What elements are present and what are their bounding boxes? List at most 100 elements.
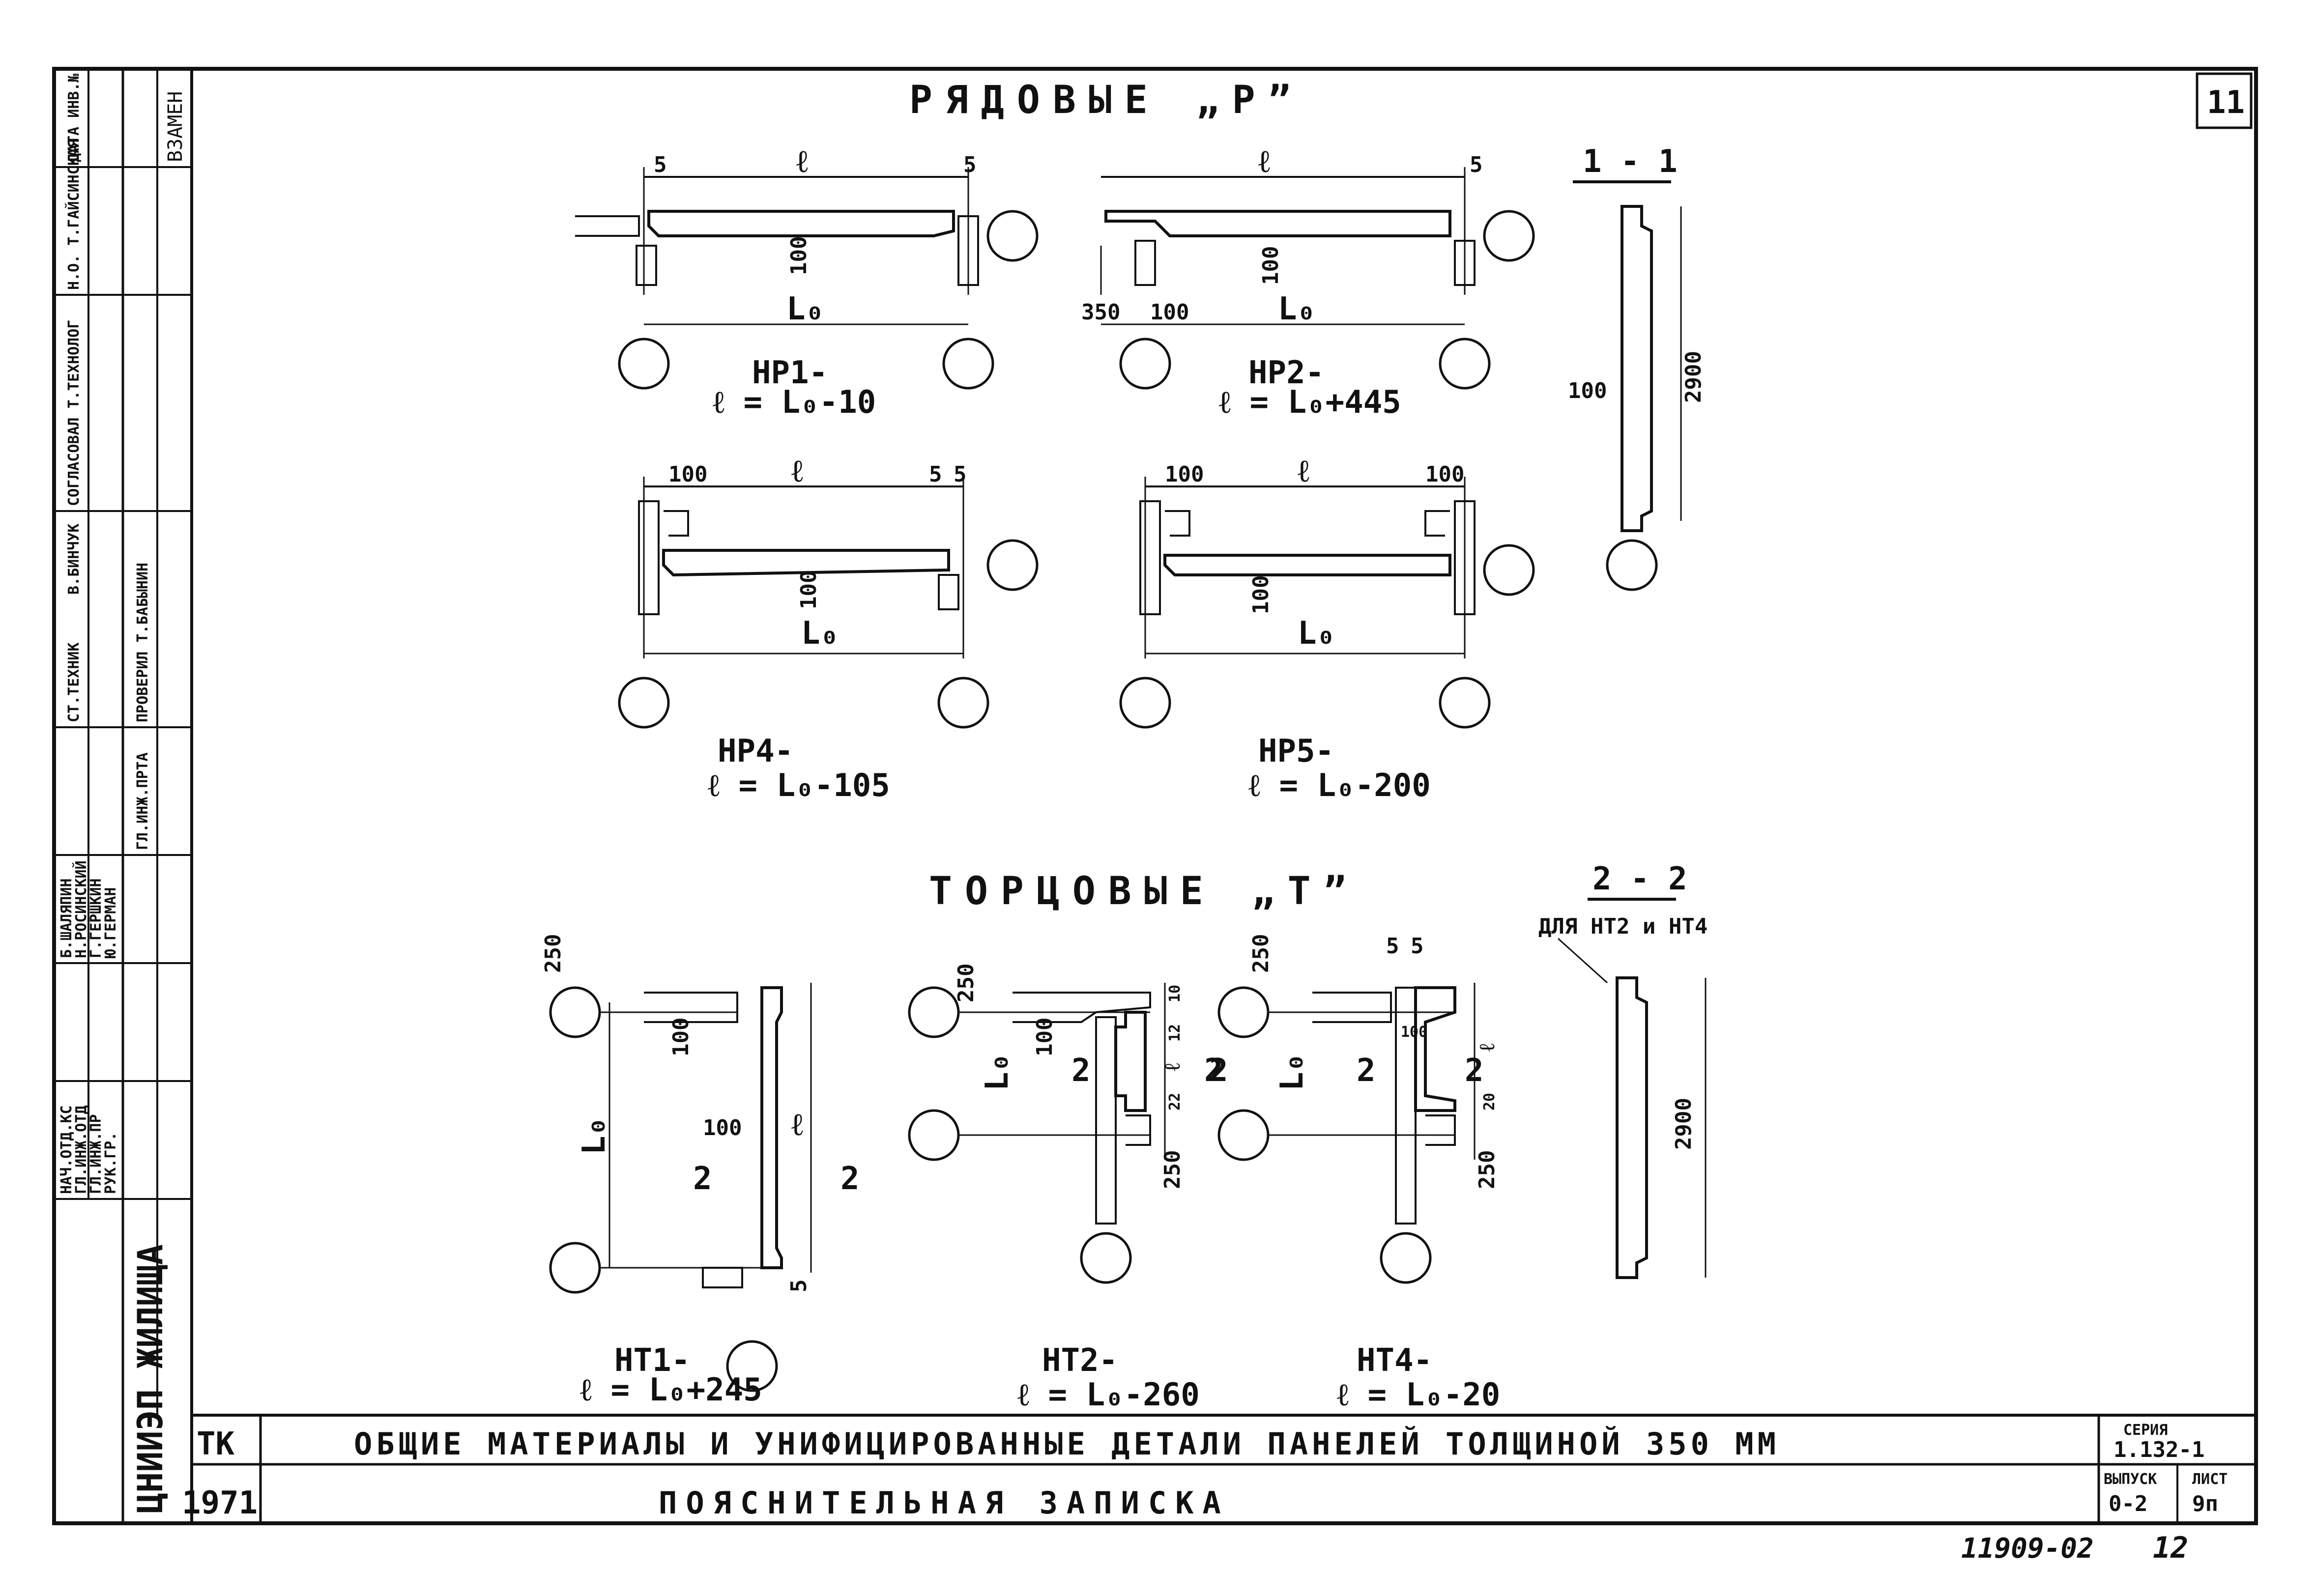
left-stamp: ВЗАМЕН ДАТА ИНВ.№ Н.О. Т.ГАЙСИНСКАЯ СОГЛ… [54,69,192,1523]
detail-2-2-subtitle: ДЛЯ НТ2 и НТ4 [1538,914,1708,939]
nt4-dim-five-b: 5 [1411,934,1424,959]
nt2-cut-2-a: 2 [1071,1053,1091,1089]
detail-1-1: 1 - 1 100 2900 [1568,143,1706,591]
nr2-dim-five: 5 [1470,152,1483,177]
stamp-col-2: Н.О. Т.ГАЙСИНСКАЯ [65,139,83,290]
stamp-col-7: ГЛ.ИНЖ.ПРТА [134,752,151,850]
nr5-dim-lo: L₀ [1298,615,1335,652]
nt4-dim-ell: ℓ [1475,1043,1500,1052]
nt2-dim-22: 22 [1166,1093,1184,1111]
page-number: 11 [2207,85,2245,121]
nt1-cut-2-left: 2 [693,1161,712,1197]
section-row-title: РЯДОВЫЕ „Р” [909,78,1304,122]
nr5-dim-100-left: 100 [1165,462,1204,487]
footer-code: 11909-02 [1961,1533,2094,1565]
main-title: ОБЩИЕ МАТЕРИАЛЫ И УНИФИЦИРОВАННЫЕ ДЕТАЛИ… [354,1426,1780,1462]
page-number-box [2196,72,2253,129]
nr1-dim-100: 100 [786,236,811,275]
nr5-dim-100: 100 [1248,575,1274,614]
detail-1-1-dim-100: 100 [1568,378,1607,403]
nr5-dim-100-right: 100 [1425,462,1464,487]
panel-nr4: 100 ℓ 5 5 100 L₀ НР4- ℓ = L₀-105 [618,453,1039,804]
stamp-col-8: Б.ШАЛЯПИН [58,878,75,958]
nr4-dim-five-b: 5 [954,462,967,487]
nr5-formula: ℓ = L₀-200 [1248,768,1431,804]
nt4-dim-20: 20 [1481,1093,1498,1111]
nr4-dim-lo: L₀ [801,615,839,652]
footer-page: 12 [2153,1531,2188,1565]
inner-frame [190,67,2258,1525]
nr1-dim-five-right: 5 [963,152,977,177]
stamp-col-1: ДАТА ИНВ.№ [65,73,83,162]
nr2-name: НР2- [1248,355,1324,391]
nt1-dim-ell: ℓ [791,1107,803,1143]
nt4-cut-2-right: 2 [1465,1053,1484,1089]
nr2-dim-350: 350 [1081,300,1120,325]
section-end-title: ТОРЦОВЫЕ „Т” [929,869,1360,913]
nt2-name: НТ2- [1042,1342,1118,1379]
panel-nr2: ℓ 5 350 100 100 L₀ НР2- ℓ = L₀+445 [1081,143,1535,421]
stamp-col-3: СОГЛАСОВАЛ Т.ТЕХНОЛОГ [65,320,83,506]
detail-1-1-dim-2900: 2900 [1681,351,1706,403]
nt4-dim-five-a: 5 [1386,934,1399,959]
panel-nr1: 5 5 ℓ L₀ 100 НР1- ℓ = L₀-10 [575,143,1039,421]
nt4-cut-2-left: 2 [1209,1053,1228,1089]
nt1-dim-100-a: 100 [668,1018,694,1056]
nt1-dim-100-b: 100 [703,1115,742,1140]
nt1-name: НТ1- [614,1342,690,1379]
nt4-dim-250-bottom: 250 [1475,1150,1500,1189]
stamp-col-11: Ю.ГЕРМАН [102,887,119,959]
nr4-dim-five-a: 5 [929,462,942,487]
stamp-col-5: СТ.ТЕХНИК [65,642,83,722]
series-value: 1.132-1 [2113,1437,2204,1462]
detail-2-2-dim-2900: 2900 [1671,1098,1696,1150]
nr1-dim-five-left: 5 [654,152,667,177]
detail-2-2-title: 2 - 2 [1592,861,1687,897]
stamp-col-4: В.БИНЧУК [65,524,83,595]
nr5-name: НР5- [1258,733,1334,770]
stamp-col-10: Г.ГЕРШКИН [87,878,105,958]
nr4-dim-100: 100 [796,570,821,609]
nt4-cut-2-mid: 2 [1357,1053,1376,1089]
issue-label: ВЫПУСК [2104,1471,2157,1488]
panel-nt4: 250 5 5 100 L₀ ℓ 20 250 2 2 2 НТ4- ℓ = L… [1209,934,1500,1413]
nt2-dim-100: 100 [1032,1018,1057,1056]
nr1-dim-ell: ℓ [796,143,808,180]
nr2-dim-ell: ℓ [1258,143,1270,180]
sheet-label: ЛИСТ [2192,1471,2228,1488]
stamp-col-12: НАЧ.ОТД.КС [58,1105,75,1194]
stamp-col-14: ГЛ.ИНЖ.ПР [87,1114,105,1194]
detail-2-2: 2 - 2 ДЛЯ НТ2 и НТ4 2900 [1538,861,1708,1279]
outer-frame [52,67,2258,1525]
nt2-dim-lo: L₀ [979,1053,1015,1091]
nt1-dim-250: 250 [541,934,566,973]
sheet-value: 9п [2192,1491,2218,1516]
nt1-dim-lo: L₀ [576,1117,612,1155]
panel-nt2: 250 100 L₀ 10 12 ℓ 22 250 2 2 НТ2- ℓ = L… [908,964,1223,1413]
nr4-name: НР4- [718,733,793,770]
nt1-formula: ℓ = L₀+245 [580,1372,762,1408]
series-label: СЕРИЯ [2123,1422,2168,1439]
nr4-dim-100-top: 100 [668,462,707,487]
nt4-formula: ℓ = L₀-20 [1337,1377,1500,1413]
stamp-col-0: ВЗАМЕН [164,91,187,163]
nr1-name: НР1- [752,355,828,391]
nt2-formula: ℓ = L₀-260 [1017,1377,1200,1413]
nt2-dim-12: 12 [1166,1024,1184,1042]
stamp-col-15: РУК.ГР. [102,1132,119,1194]
title-block: ТК 1971 ОБЩИЕ МАТЕРИАЛЫ И УНИФИЦИРОВАННЫ… [182,1414,2256,1523]
nt1-cut-2-right: 2 [840,1161,860,1197]
nr4-formula: ℓ = L₀-105 [708,768,890,804]
nr2-formula: ℓ = L₀+445 [1219,384,1401,421]
subtitle: ПОЯСНИТЕЛЬНАЯ ЗАПИСКА [659,1485,1230,1521]
issue-value: 0-2 [2109,1491,2147,1516]
nr1-dim-lo: L₀ [786,291,824,327]
nt4-dim-100: 100 [1401,1024,1427,1041]
nt2-dim-ell: ℓ [1160,1063,1185,1071]
nr2-dim-100: 100 [1258,246,1283,285]
nt2-dim-250-bottom: 250 [1160,1150,1185,1189]
nr2-dim-100-bottom: 100 [1150,300,1189,325]
panel-nt1: 250 100 100 L₀ ℓ 5 2 2 НТ1- ℓ = L₀+245 [541,934,860,1408]
institution-logo: ЦНИИЭП ЖИЛИЩА [130,1244,171,1513]
